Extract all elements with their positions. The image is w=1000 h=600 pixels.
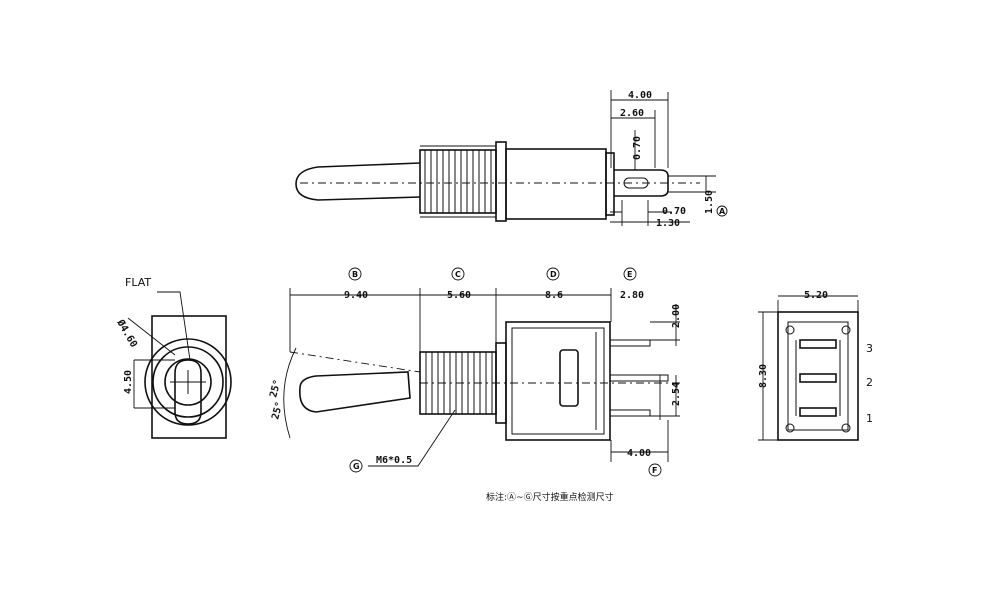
pin-label-2: 2 — [866, 376, 873, 389]
angle-arc — [283, 347, 297, 439]
thread-leader — [368, 409, 456, 467]
dim-0-70-vert: 0.70 — [632, 136, 643, 160]
pin-bottom — [609, 409, 651, 417]
dim-4-00-top: 4.00 — [628, 90, 652, 101]
ref-f-label: F — [652, 466, 657, 475]
dim-1-30: 1.30 — [656, 218, 680, 229]
side-view: B C D E 9.40 5.60 8.6 2.80 2.00 2.54 4.0… — [268, 267, 682, 477]
front-crosshair — [170, 370, 206, 394]
top-lever — [295, 162, 421, 201]
end-pin-2 — [799, 373, 837, 383]
pin-middle — [609, 374, 669, 382]
flat-leader — [157, 291, 191, 361]
ref-circle-d — [546, 267, 560, 281]
end-hole-br — [841, 423, 851, 433]
side-body — [505, 321, 611, 441]
dim-5-60: 5.60 — [447, 290, 471, 301]
top-terminal — [614, 169, 669, 197]
end-outer — [777, 311, 859, 441]
top-flange — [495, 141, 507, 222]
dim-1-50: 1.50 — [704, 190, 715, 214]
side-lever — [299, 371, 411, 413]
dim-0-70-horiz: 0.70 — [662, 206, 686, 217]
ref-circle-g — [349, 459, 363, 473]
dia-label: Ø4.60 — [114, 317, 140, 350]
top-body-cap — [605, 152, 615, 216]
end-width-dim-lines — [777, 295, 859, 312]
front-view: FLAT Ø4.60 4.50 — [114, 276, 232, 439]
front-frame — [151, 315, 227, 439]
pin-label-3: 3 — [866, 342, 873, 355]
pin-top — [609, 339, 651, 347]
ref-circle-a — [716, 205, 728, 217]
side-window — [559, 349, 579, 407]
side-dim-lines — [289, 288, 612, 352]
dim-8-6: 8.6 — [545, 290, 563, 301]
end-pin-3 — [799, 339, 837, 349]
ref-e-label: E — [627, 270, 632, 279]
end-hole-bl — [785, 423, 795, 433]
front-height-label: 4.50 — [123, 370, 134, 394]
end-height-dim-lines — [758, 311, 778, 441]
ref-circle-f — [648, 463, 662, 477]
top-body — [505, 148, 607, 220]
front-outer-circle — [144, 338, 232, 426]
end-hole-tr — [841, 325, 851, 335]
top-dim-lines — [610, 90, 716, 226]
note-text: 标注:Ⓐ~Ⓖ尺寸按重点检测尺寸 — [486, 491, 614, 503]
ref-circle-b — [348, 267, 362, 281]
flat-label: FLAT — [125, 276, 151, 289]
end-view: 5.20 8.30 3 2 1 — [758, 290, 873, 441]
ref-c-label: C — [455, 270, 461, 279]
ref-circle-e — [623, 267, 637, 281]
front-inner-circle — [164, 358, 212, 406]
end-pin-1 — [799, 407, 837, 417]
end-inner — [787, 321, 849, 431]
end-hole-tl — [785, 325, 795, 335]
end-height-label: 8.30 — [758, 364, 769, 388]
top-view: 4.00 2.60 0.70 0.70 1.30 1.50 A — [295, 90, 728, 229]
side-right-dim-lines — [650, 304, 680, 420]
angle-label-2: 25° — [270, 400, 285, 420]
ref-b-label: B — [352, 270, 358, 279]
ref-a-label: A — [719, 207, 726, 216]
top-thread-lines — [420, 145, 496, 218]
dim-2-54: 2.54 — [671, 382, 682, 406]
dim-4-00-bottom: 4.00 — [627, 448, 651, 459]
dim-2-80: 2.80 — [620, 290, 644, 301]
dim-9-40: 9.40 — [344, 290, 368, 301]
front-lever-end — [174, 359, 202, 425]
pin-label-1: 1 — [866, 412, 873, 425]
end-pin-rails — [795, 340, 841, 416]
angle-label-1: 25° — [268, 378, 283, 398]
dim-2-60-top: 2.60 — [620, 108, 644, 119]
dim-2-00: 2.00 — [671, 304, 682, 328]
ref-g-label: G — [353, 462, 360, 471]
ref-circle-c — [451, 267, 465, 281]
dia-leader — [127, 317, 176, 356]
height-dim-lines — [133, 359, 175, 409]
thread-label: M6*0.5 — [376, 455, 412, 466]
side-bottom-dim-lines — [610, 420, 669, 462]
lever-angle-line — [289, 351, 421, 373]
ref-d-label: D — [550, 270, 557, 279]
side-body-inner — [511, 327, 605, 435]
end-width-label: 5.20 — [804, 290, 828, 301]
